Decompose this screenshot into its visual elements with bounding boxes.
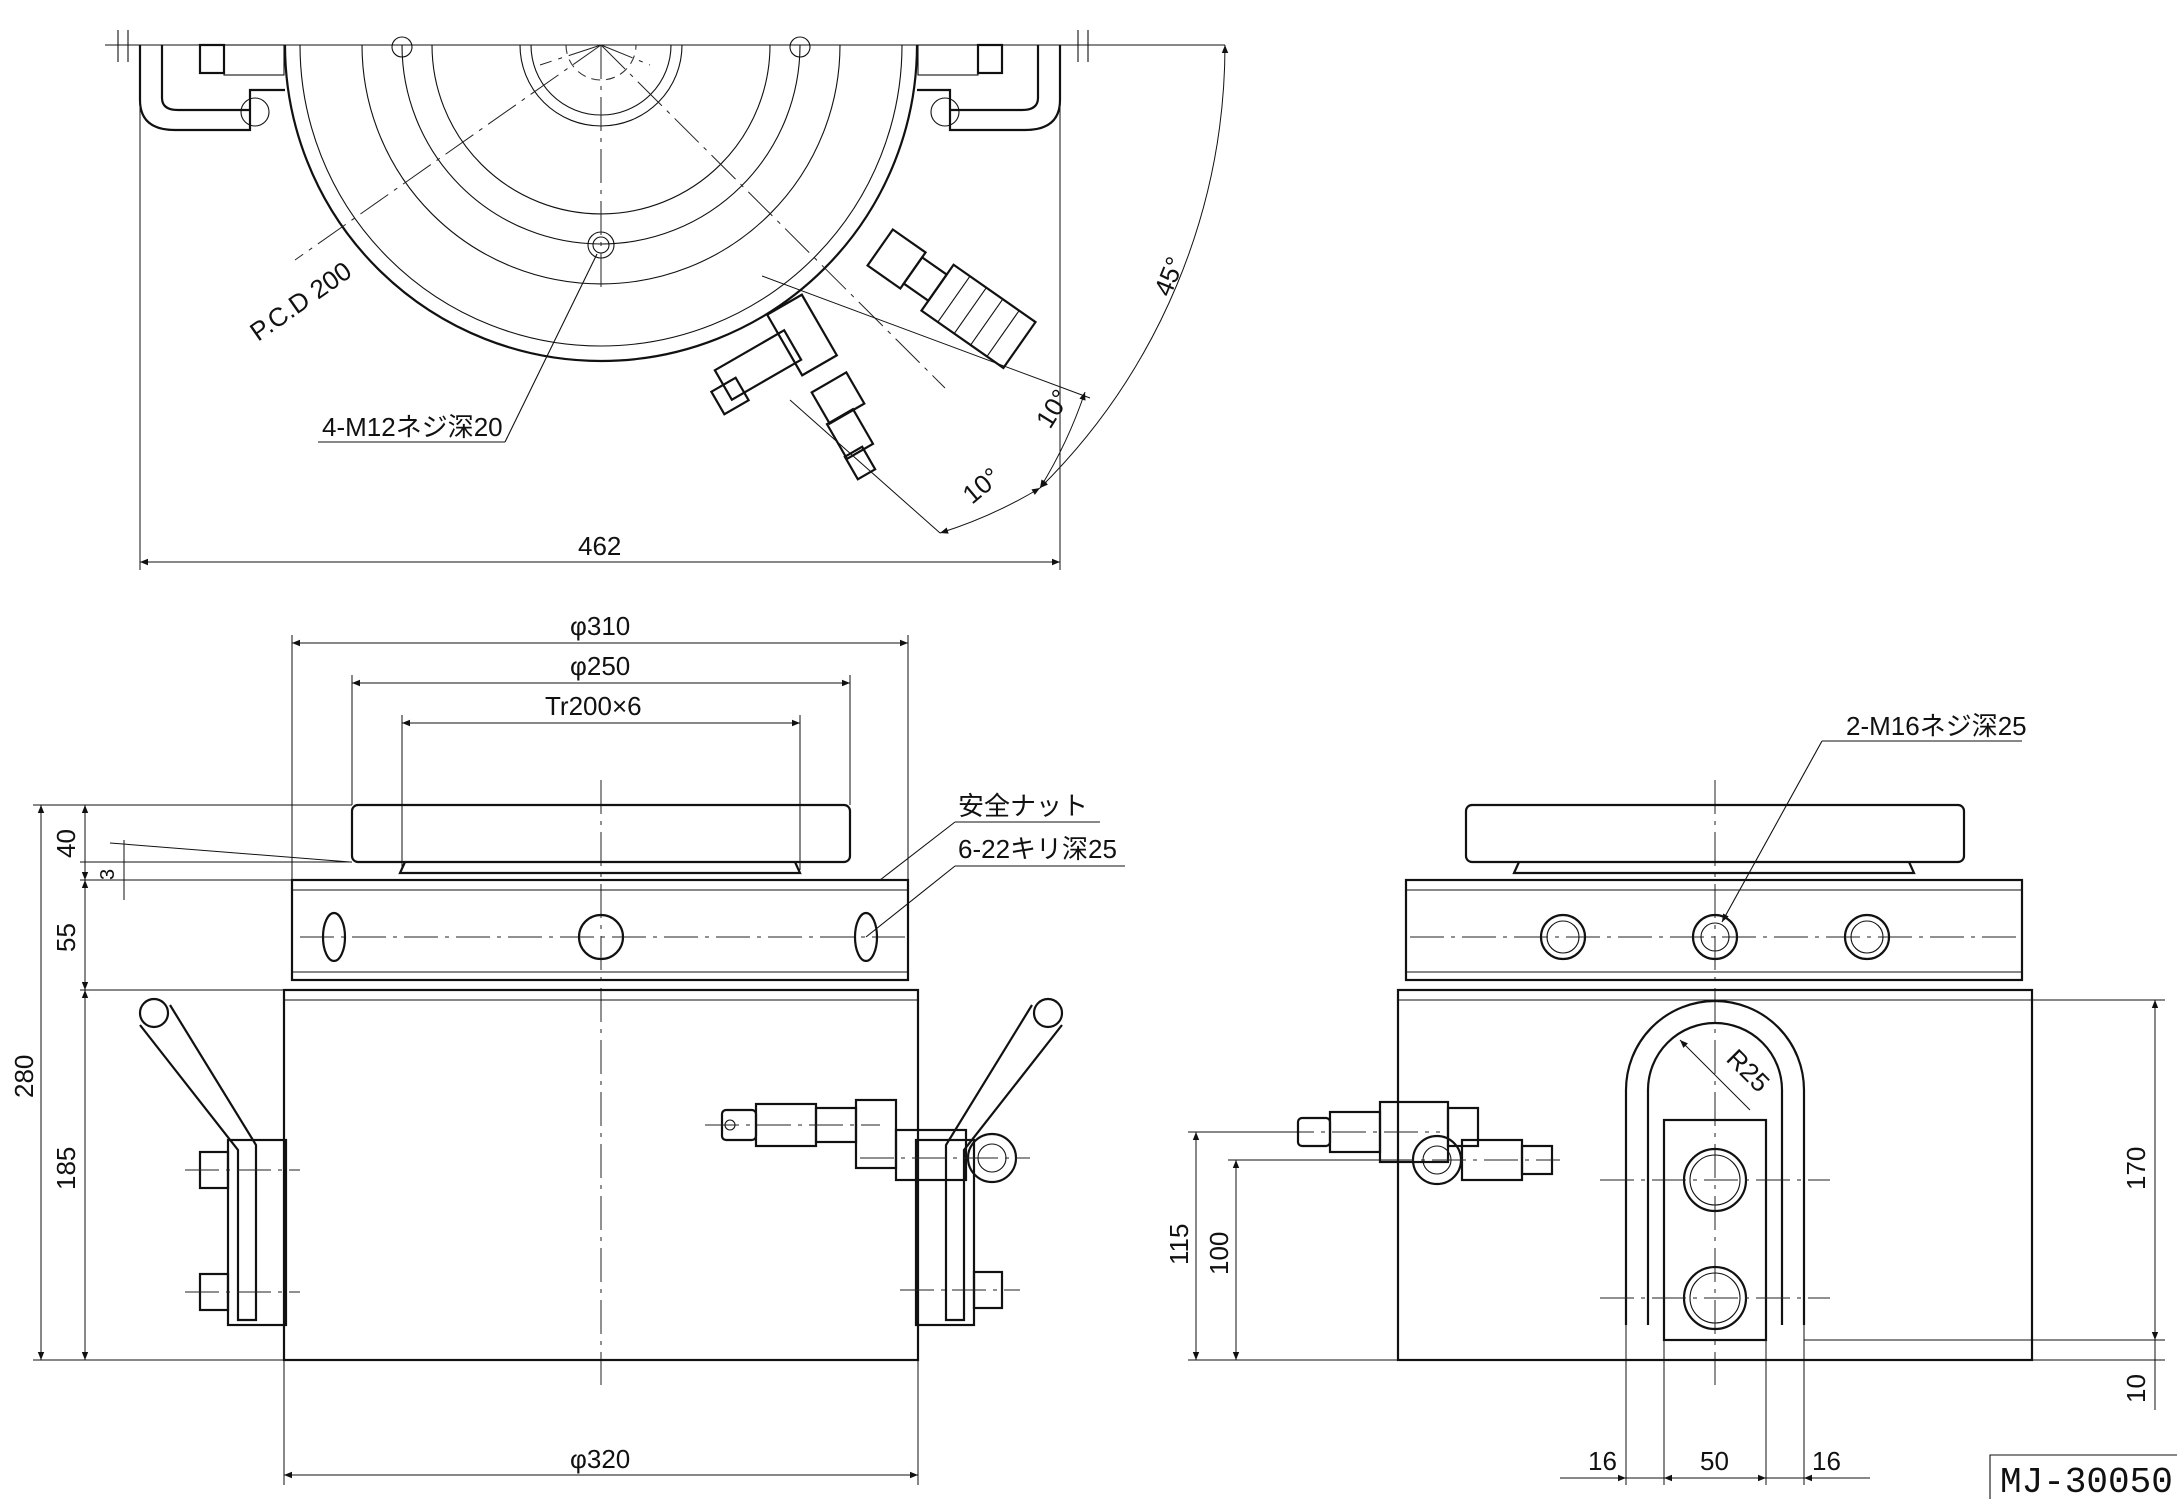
- plan-center-hidden-circle: [565, 44, 637, 81]
- title-block-frame: [1989, 1454, 2177, 1499]
- plan-center-line: [600, 44, 651, 66]
- side-r25-label: R25: [1721, 1043, 1776, 1098]
- plan-angle-10b-label: 10°: [957, 461, 1006, 509]
- plan-left-bracket-plate: [223, 44, 285, 76]
- front-thread-label: Tr200×6: [545, 691, 642, 721]
- side-nut-hole: [1843, 913, 1891, 961]
- front-drill-label: 6-22キリ深25: [958, 834, 1117, 864]
- side-saddle: [1464, 803, 1966, 864]
- plan-coupler-2: [709, 293, 877, 481]
- side-tapped-hole-inner: [1700, 922, 1730, 952]
- side-nut-hole-inner: [1546, 920, 1580, 954]
- side-dim-115-label: 115: [1164, 1224, 1194, 1265]
- side-coupler-assembly: [1280, 1100, 1560, 1186]
- plan-left-handle-end: [240, 97, 270, 127]
- front-right-handle-grip: [1032, 997, 1064, 1029]
- front-safety-nut: [290, 878, 910, 982]
- plan-right-bracket: [976, 43, 1004, 75]
- front-safety-nut-label: 安全ナット: [958, 791, 1088, 821]
- plan-center-line-45: [600, 44, 946, 389]
- plan-left-bracket: [198, 43, 226, 75]
- side-u-handle-inner: [1646, 1021, 1784, 1325]
- side-saddle-neck: [1512, 861, 1916, 875]
- front-safety-nut-leader: [879, 821, 956, 881]
- side-dim-100-label: 100: [1204, 1232, 1234, 1275]
- plan-right-handle-inner: [950, 45, 1040, 112]
- side-handle-bracket: [1662, 1118, 1768, 1342]
- front-dim-3-label: 3: [97, 869, 119, 880]
- plan-view: 45° 10° 10° P.C.D 200 4-M12ネジ深20 462: [105, 30, 1229, 570]
- front-dia-250-label: φ250: [570, 651, 630, 681]
- front-dim-185-label: 185: [51, 1147, 81, 1190]
- side-safety-nut: [1404, 878, 2024, 982]
- front-left-handle-grip: [138, 997, 170, 1029]
- front-coupler-assembly: [705, 1098, 1030, 1184]
- side-view: R25 2-M16ネジ深25 115 100 17: [1164, 711, 2165, 1485]
- plan-center-line: [539, 44, 602, 66]
- front-saddle: [350, 803, 852, 864]
- plan-ext-line: [761, 275, 1091, 399]
- plan-m12-label: 4-M12ネジ深20: [322, 412, 503, 442]
- front-drill-leader: [865, 865, 956, 938]
- side-dim-170-label: 170: [2121, 1147, 2151, 1190]
- plan-angle-10a-label: 10°: [1030, 384, 1076, 433]
- front-dia-310-label: φ310: [570, 611, 630, 641]
- title-block: MJ-30050-U: [1989, 1454, 2177, 1499]
- plan-outer-inner-circle: [299, 44, 903, 347]
- front-dim-55-label: 55: [51, 923, 81, 952]
- plan-tapped-hole: [391, 36, 413, 58]
- side-nut-hole-inner: [1850, 920, 1884, 954]
- front-nut-hole: [577, 913, 625, 961]
- front-dia-320-label: φ320: [570, 1444, 630, 1474]
- plan-angle-10a-arc: [1039, 391, 1086, 489]
- side-bolt-inner: [1689, 1272, 1741, 1324]
- side-nut-hole: [1539, 913, 1587, 961]
- front-right-handle: [944, 1004, 1063, 1322]
- plan-coupler-1: [866, 227, 1038, 370]
- plan-tapped-hole: [789, 36, 811, 58]
- front-view: φ310 φ250 Tr200×6 安全ナット 6-22キリ深25 40 3 5…: [9, 611, 1125, 1485]
- plan-outer-circle: [283, 44, 919, 363]
- plan-ext-line: [789, 399, 941, 534]
- front-right-bracket: [914, 1138, 976, 1327]
- model-number-label: MJ-30050-U: [2000, 1462, 2177, 1499]
- plan-pcd-leader-line: [294, 44, 602, 261]
- side-r25-leader: [1679, 1039, 1751, 1111]
- front-nut-hole: [853, 911, 879, 963]
- plan-left-handle-inner: [160, 45, 250, 112]
- side-dim-10-label: 10: [2121, 1374, 2151, 1403]
- side-m16-leader: [1721, 740, 1823, 923]
- side-cylinder-body: [1396, 988, 2034, 1362]
- plan-width-label: 462: [578, 531, 621, 561]
- front-left-handle: [139, 1004, 258, 1322]
- plan-angle-45-label: 45°: [1148, 253, 1191, 301]
- plan-right-bracket-plate: [917, 44, 979, 76]
- side-bolt-inner: [1689, 1154, 1741, 1206]
- plan-angle-45-arc: [1039, 44, 1229, 489]
- side-u-handle-outer: [1624, 999, 1806, 1325]
- plan-m12-leader: [504, 253, 598, 443]
- front-dim-40-label: 40: [51, 829, 81, 858]
- front-dim-280-label: 280: [9, 1055, 39, 1098]
- plan-right-handle-end: [930, 97, 960, 127]
- side-dim-50-label: 50: [1700, 1446, 1729, 1476]
- side-tapped-hole: [1691, 913, 1739, 961]
- front-left-bracket: [226, 1138, 288, 1327]
- front-ext-line-3: [109, 842, 351, 863]
- plan-angle-10b-arc: [939, 487, 1041, 534]
- front-cylinder-body: [282, 988, 920, 1362]
- side-dim-16b-label: 16: [1812, 1446, 1841, 1476]
- front-saddle-neck: [398, 861, 802, 875]
- side-m16-label: 2-M16ネジ深25: [1846, 711, 2027, 741]
- front-nut-hole: [321, 911, 347, 963]
- plan-pcd-label: P.C.D 200: [244, 255, 357, 346]
- side-dim-16a-label: 16: [1588, 1446, 1617, 1476]
